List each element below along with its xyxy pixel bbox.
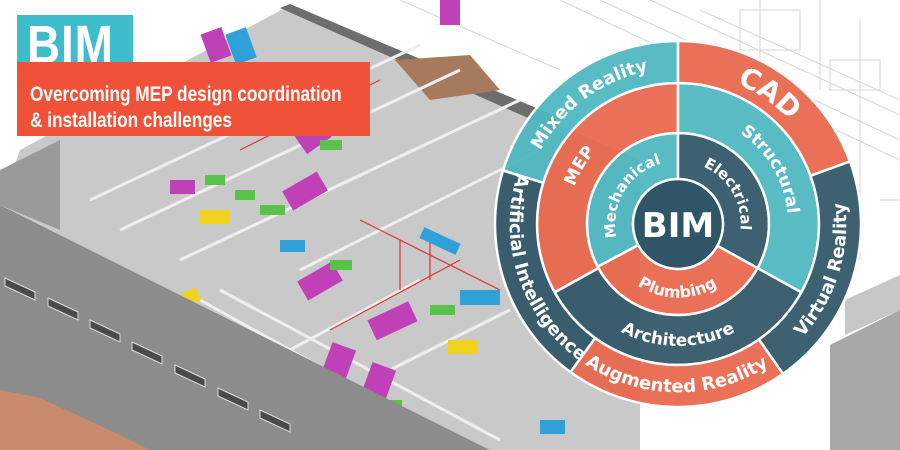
ground: [0, 390, 150, 450]
banner-subtitle: Overcoming MEP design coordination & ins…: [30, 82, 342, 134]
banner-subtitle-line1: Overcoming MEP design coordination: [30, 83, 342, 106]
banner-subtitle-box: [17, 62, 370, 136]
building-left-wall: [0, 140, 60, 230]
segment-artificial-intelligence: [493, 168, 597, 374]
windows: [4, 277, 291, 433]
banner-subtitle-line2: & installation challenges: [30, 109, 232, 132]
right-building-top: [845, 275, 900, 335]
bim-center-circle: [631, 177, 725, 271]
right-building: [830, 310, 900, 450]
building-front-wall: [0, 205, 490, 450]
bim-center-label: BIM: [642, 206, 714, 246]
